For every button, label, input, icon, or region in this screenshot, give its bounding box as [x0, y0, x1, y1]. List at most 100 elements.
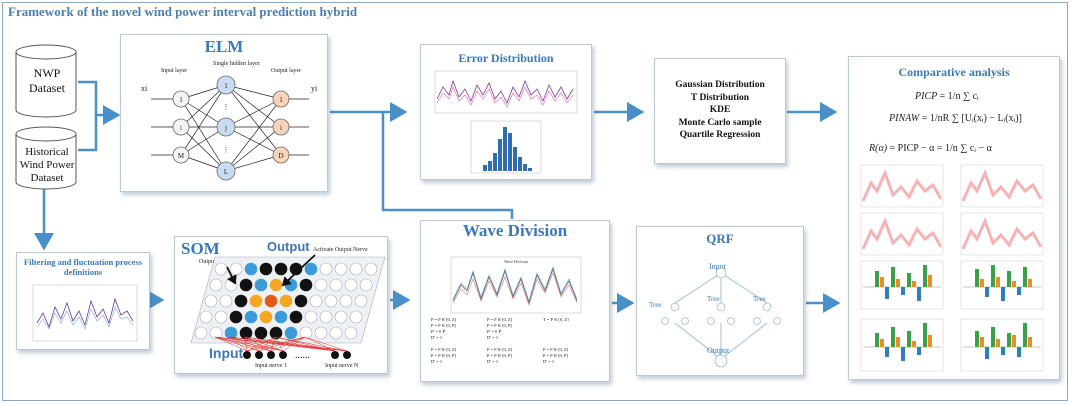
som-input-link: [244, 336, 248, 352]
som-node: [274, 310, 288, 324]
som-node: [209, 278, 223, 292]
som-node: [254, 326, 268, 340]
som-node: [339, 294, 353, 308]
som-node: [359, 278, 373, 292]
hist-cylinder-top: [15, 126, 77, 142]
method-monte-carlo: Monte Carlo sample: [678, 117, 762, 128]
error-distribution-thumbnails: [434, 70, 578, 174]
filtering-title-line1: Filtering and fluctuation process: [23, 257, 143, 267]
som-grid: ......: [190, 254, 386, 361]
som-node: [234, 294, 248, 308]
historical-dataset-label: Historical Wind Power Dataset: [10, 146, 84, 185]
filtering-thumbnail: [32, 284, 138, 342]
bar-thumbnails: [860, 260, 1044, 372]
som-node: [304, 310, 318, 324]
som-input-link: [214, 336, 272, 352]
svg-text:i: i: [180, 124, 182, 132]
wave-formula-line: P = P ∈ [0, P]: [431, 323, 457, 329]
wave-formula-line: D' = 1: [487, 359, 498, 364]
som-input-link: [229, 336, 248, 352]
som-node: [229, 262, 243, 276]
svg-text:Tree: Tree: [707, 295, 720, 303]
som-node: [289, 310, 303, 324]
hist-label-line3: Dataset: [30, 172, 64, 184]
som-node: [259, 262, 273, 276]
som-node: [284, 326, 298, 340]
som-node: [239, 278, 253, 292]
svg-text:1: 1: [179, 96, 183, 104]
method-kde: KDE: [709, 105, 731, 115]
comparative-analysis-panel: Comparative analysis PICP = 1/n ∑ cᵢ PIN…: [848, 56, 1060, 380]
elm-output-node-d: [272, 146, 290, 164]
som-node: [309, 294, 323, 308]
som-panel: SOM Output Activate Output Nerve Output …: [174, 236, 388, 374]
qrf-panel: QRF Input Tree Tree Tree Output: [636, 226, 804, 376]
som-node: [344, 278, 358, 292]
wave-formula-line: P = P ∈ [0, P]: [543, 353, 569, 359]
som-input-link: [214, 336, 284, 352]
som-node: [294, 294, 308, 308]
elm-title: ELM: [204, 37, 244, 56]
elm-output-node-i: [272, 118, 290, 136]
som-node: [249, 294, 263, 308]
hist-cylinder-body: [15, 134, 77, 190]
som-node: [329, 278, 343, 292]
svg-text:1: 1: [224, 82, 228, 90]
elm-hidden-layer-label: Single hidden layer: [213, 61, 260, 67]
dataset-cylinders: [15, 44, 77, 190]
som-input-link: [304, 336, 348, 352]
som-input-nerve-n-label: Input nerve N: [325, 363, 359, 369]
som-input-nerve-1-label: Input nerve 1: [255, 363, 287, 369]
elm-output-layer-label: Output layer: [271, 68, 301, 74]
picp-equation: PICP = 1/n ∑ cᵢ: [915, 91, 979, 102]
wave-formula-line: P = P ∈ [0, Z]: [487, 317, 513, 323]
wave-formula-line: P = P ∈ [0, Z]: [431, 317, 457, 323]
wave-formula-line: D' = 1: [431, 359, 442, 364]
wave-formula-line: P = P ∈ [0, P]: [431, 353, 457, 359]
error-distribution-title: Error Distribution: [458, 51, 554, 65]
wave-formula-line: P = P ∈ [0, P]: [487, 323, 513, 329]
som-node: [244, 310, 258, 324]
som-node: [209, 326, 223, 340]
som-node: [274, 262, 288, 276]
elm-x-label: xi: [141, 84, 148, 93]
method-gaussian: Gaussian Distribution: [675, 80, 765, 90]
som-input-link: [229, 336, 348, 352]
svg-text:1: 1: [279, 96, 283, 104]
som-input-link: [244, 336, 348, 352]
svg-text:D: D: [278, 152, 283, 160]
svg-text:M: M: [178, 152, 185, 160]
som-node: [299, 278, 313, 292]
elm-output-node-1: [272, 90, 290, 108]
som-activate-label: Activate Output Nerve: [313, 247, 368, 253]
som-input-link: [274, 336, 348, 352]
elm-input-node-1: [172, 90, 190, 108]
filtering-title-line2: definitions: [63, 267, 103, 277]
som-node: [319, 310, 333, 324]
figure-frame: [2, 2, 1068, 401]
comparative-thumbnails: [860, 164, 1044, 372]
wave-formula-line: P = P ∈ [0, Z]: [431, 347, 457, 353]
som-node: [329, 326, 343, 340]
pinaw-equation: PINAW = 1/nR ∑ [Uᵢ(xᵢ) − Lᵢ(xᵢ)]: [889, 113, 1022, 124]
wave-formula-line: P = P ∈ [0, Z]: [543, 347, 569, 353]
qrf-title: QRF: [706, 231, 734, 246]
nwp-cylinder-body: [15, 52, 77, 118]
elm-hidden-node-l: [216, 161, 236, 181]
svg-text:L: L: [224, 168, 228, 176]
method-t-distribution: T Distribution: [690, 92, 750, 103]
wave-formula-line: P = P ∈ [0, Z]: [487, 347, 513, 353]
som-node: [269, 278, 283, 292]
som-output-label: Output: [267, 239, 310, 254]
svg-text:Wave Division: Wave Division: [504, 259, 528, 264]
wave-formula-line: D' = 1: [487, 335, 498, 340]
figure-title: Framework of the novel wind power interv…: [8, 4, 358, 19]
svg-text:Input: Input: [709, 262, 727, 271]
svg-text:Tree: Tree: [649, 301, 662, 309]
error-distribution-panel: Error Distribution: [420, 44, 592, 180]
som-node: [259, 310, 273, 324]
elm-input-layer-label: Input layer: [161, 68, 187, 74]
comparative-title: Comparative analysis: [898, 65, 1010, 79]
som-node: [334, 310, 348, 324]
